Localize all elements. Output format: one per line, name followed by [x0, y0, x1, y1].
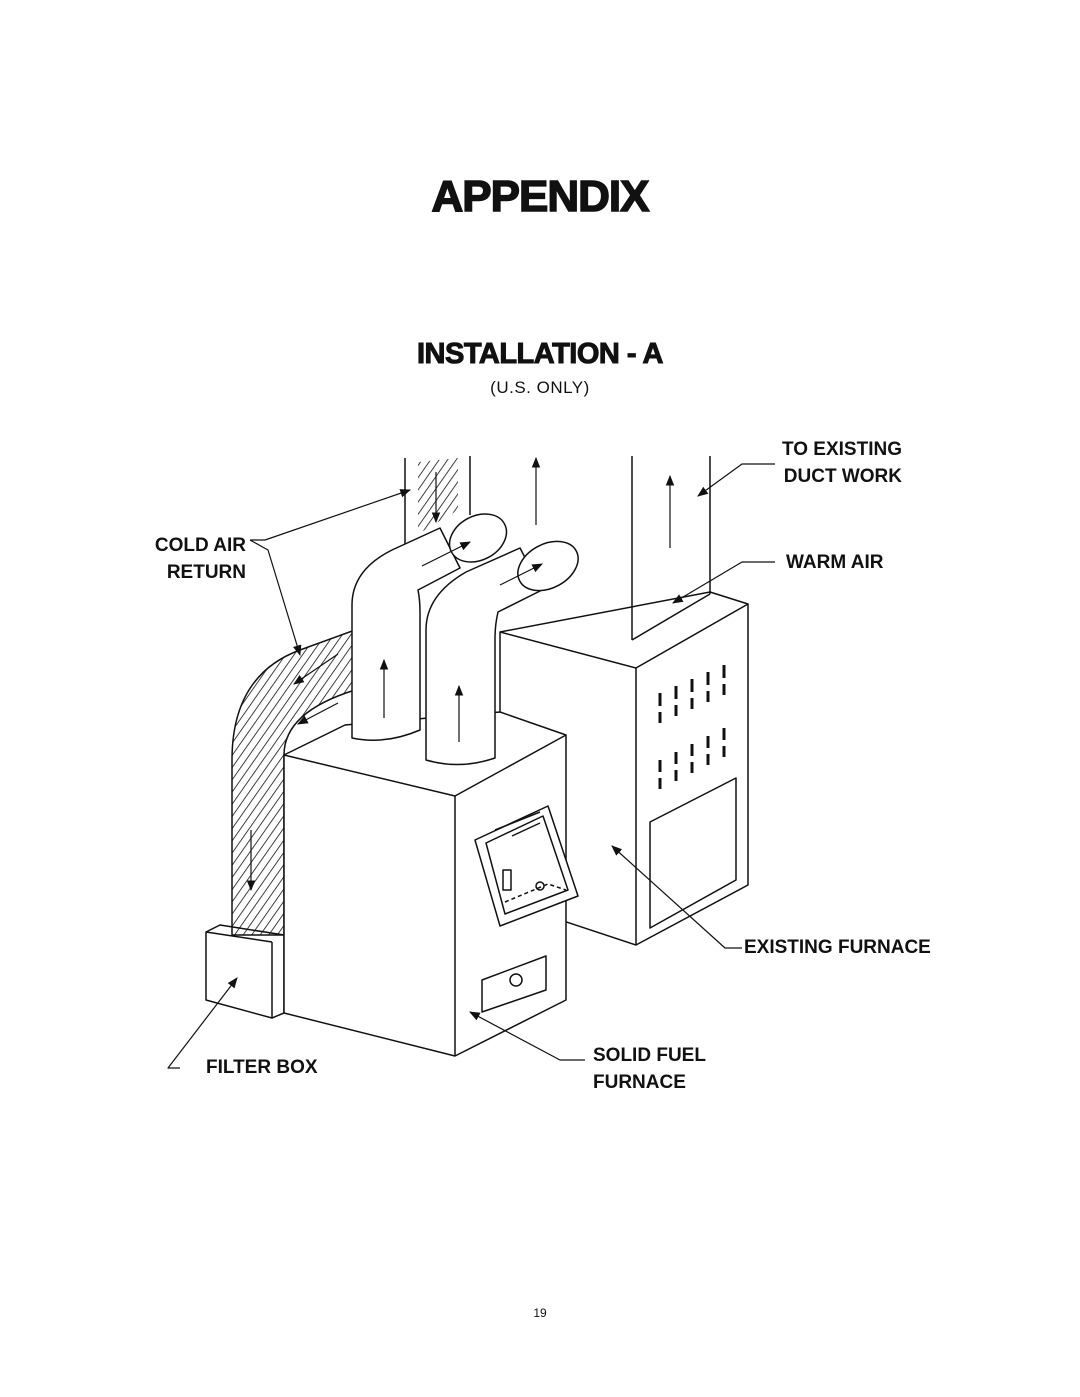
section-subtitle: (U.S. ONLY) — [490, 378, 590, 397]
label-solid-fuel-furnace: SOLID FUEL FURNACE — [593, 1045, 706, 1093]
page-title: APPENDIX — [431, 171, 650, 222]
label-to-existing-duct-work: TO EXISTING DUCT WORK — [781, 439, 902, 487]
label-warm-air: WARM AIR — [786, 552, 884, 573]
solid-fuel-furnace — [283, 711, 579, 1057]
cold-air-return-duct — [231, 456, 471, 936]
label-filter-box: FILTER BOX — [206, 1057, 318, 1078]
leader-lines — [167, 463, 775, 1069]
label-cold-air-return: COLD AIR RETURN — [154, 535, 246, 583]
supply-elbows — [351, 513, 579, 766]
flow-arrows — [246, 456, 675, 892]
warm-air-duct — [631, 456, 711, 641]
label-existing-furnace: EXISTING FURNACE — [744, 937, 931, 958]
section-title: INSTALLATION - A — [417, 338, 664, 371]
page-number: 19 — [533, 1306, 547, 1320]
